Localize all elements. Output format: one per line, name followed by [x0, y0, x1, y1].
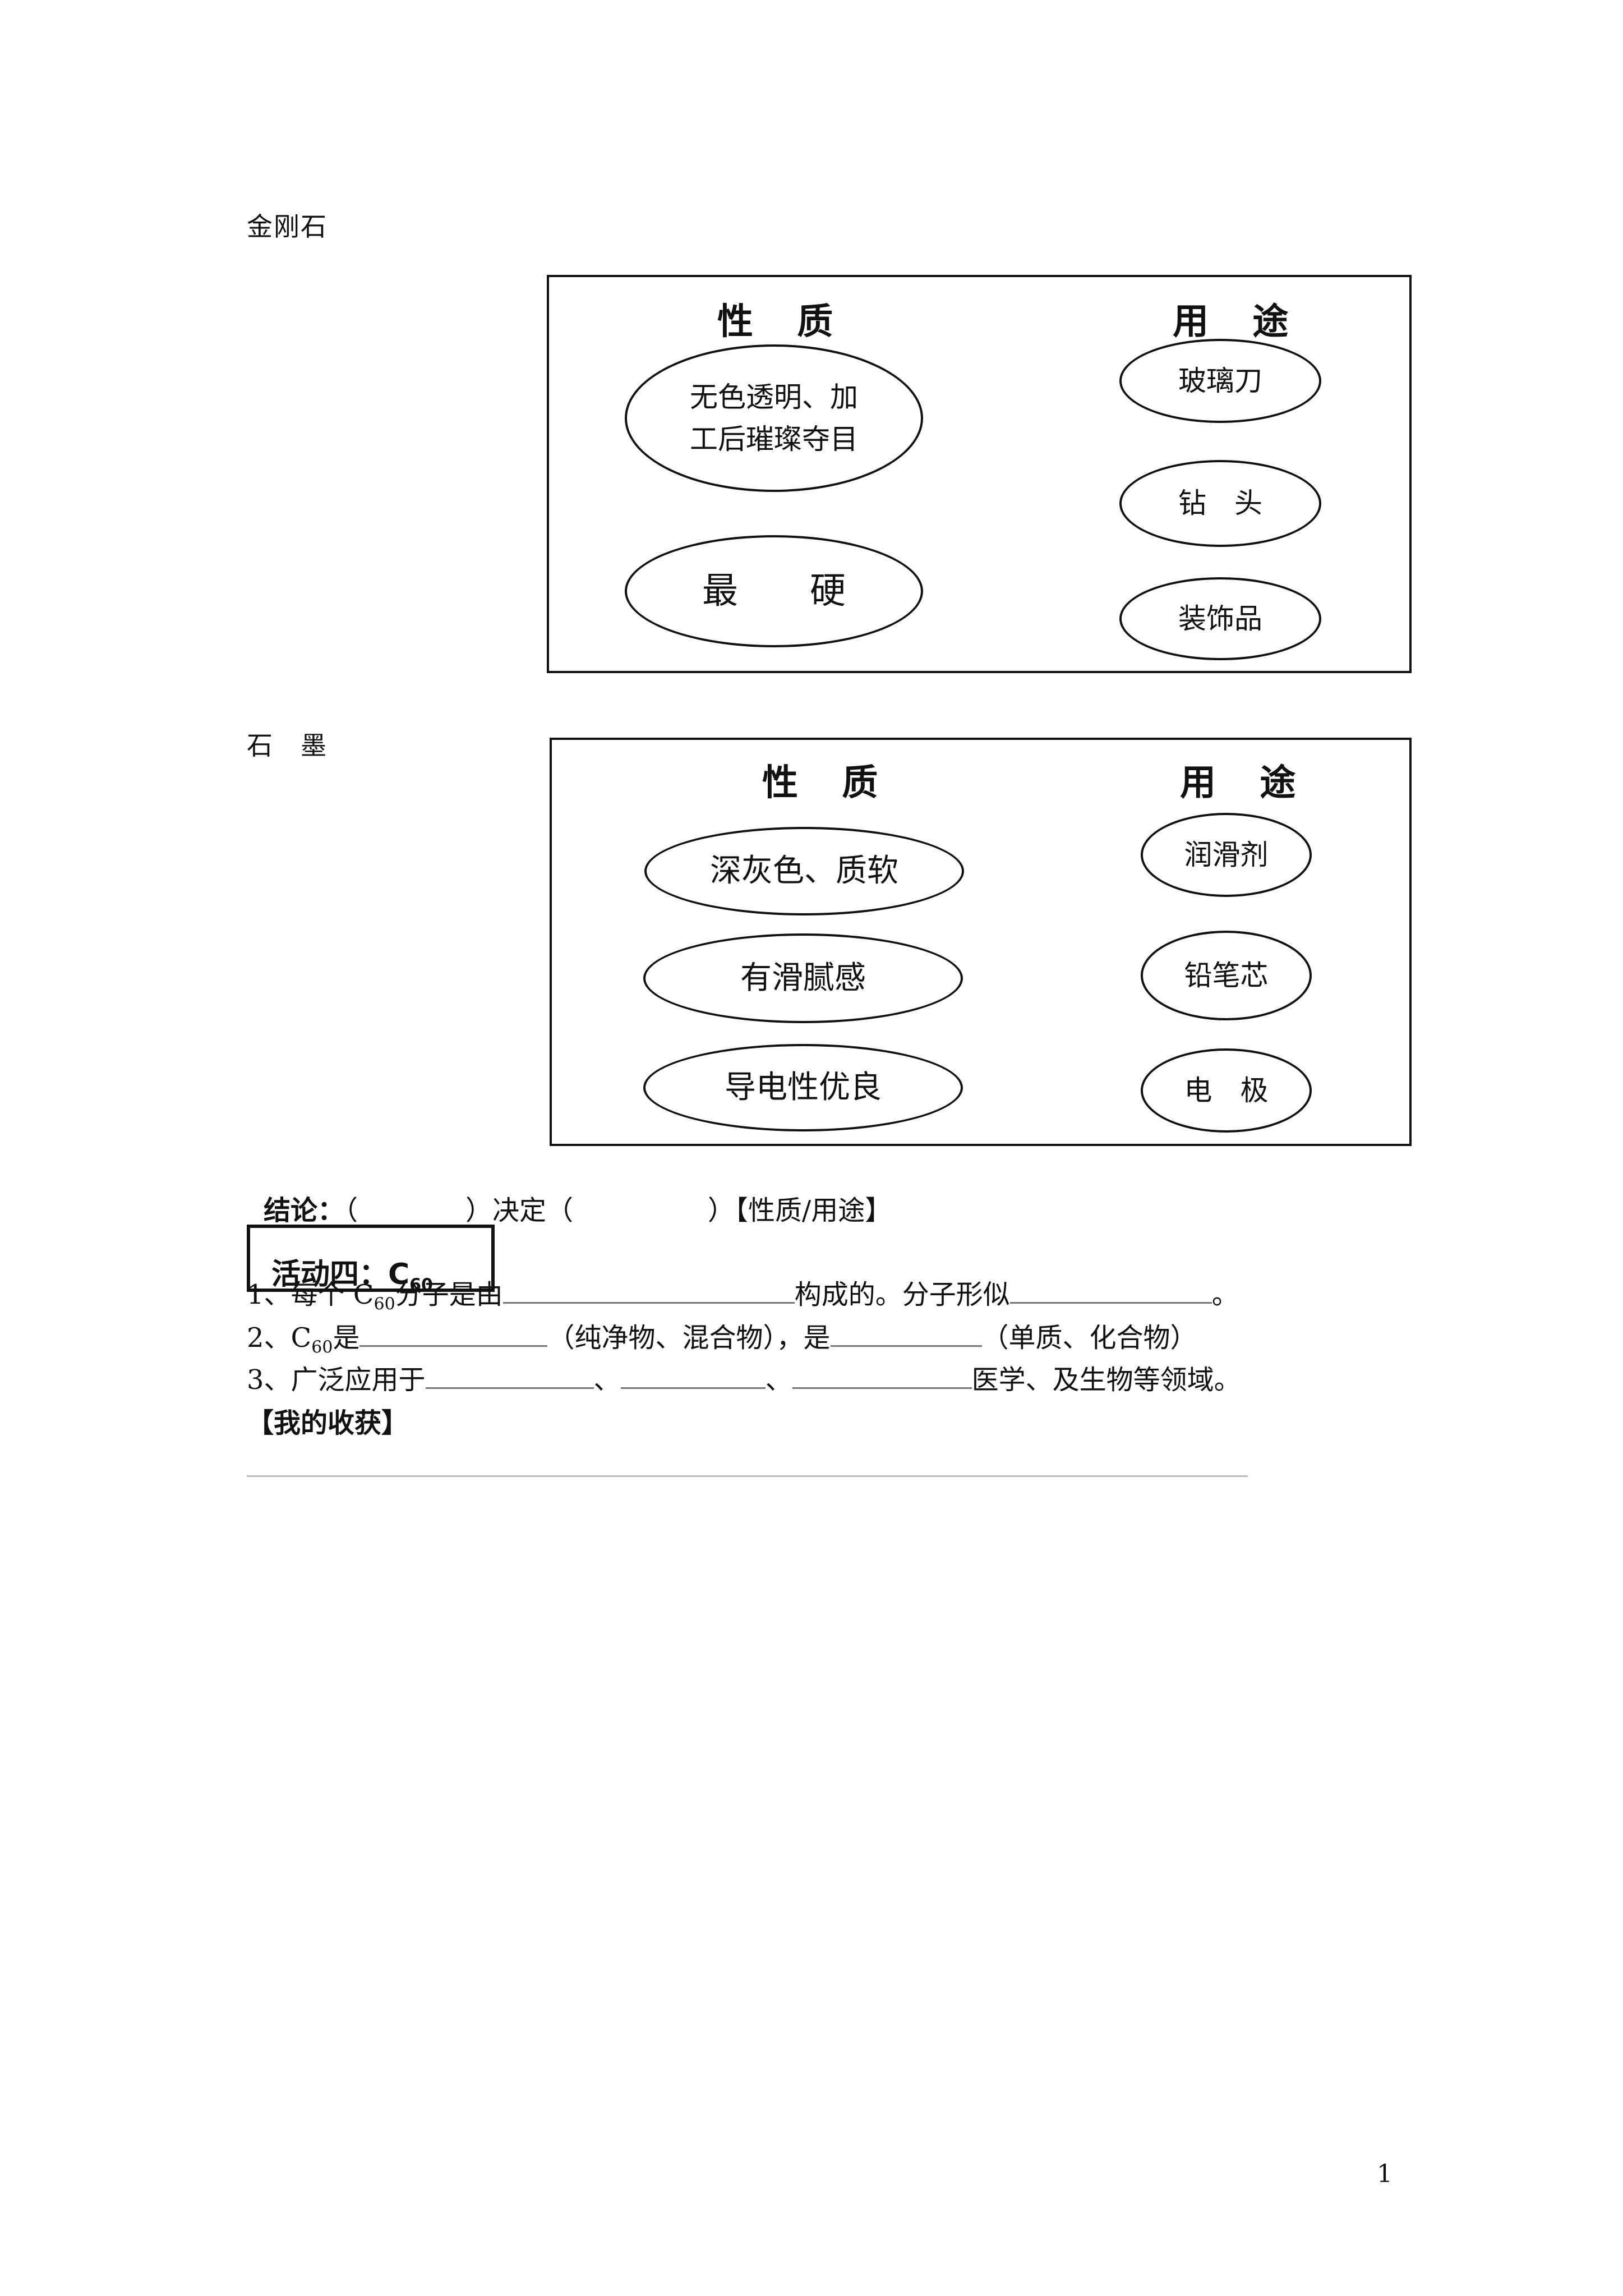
diamond-property-2-text: 最 硬: [702, 570, 846, 612]
q3-blank-1[interactable]: [425, 1365, 594, 1389]
graphite-use-1: 润滑剂: [1141, 813, 1312, 897]
conclusion-label: 结论：: [264, 1195, 345, 1226]
harvest-answer-line[interactable]: [247, 1475, 1248, 1477]
diamond-use-1-text: 玻璃刀: [1178, 364, 1262, 397]
page-number: 1: [1377, 2160, 1393, 2188]
graphite-property-3: 导电性优良: [643, 1044, 963, 1131]
diamond-use-1: 玻璃刀: [1119, 339, 1321, 423]
question-3: 3、广泛应用于、、医学、及生物等领域。: [247, 1364, 1241, 1396]
graphite-label: 石 墨: [247, 730, 328, 761]
graphite-use-heading: 用 途: [1180, 762, 1312, 804]
graphite-use-2: 铅笔芯: [1141, 931, 1312, 1020]
diamond-label: 金刚石: [247, 211, 328, 242]
harvest-heading: 【我的收获】: [247, 1407, 409, 1439]
activity-title: 活动四：C60: [271, 1258, 433, 1295]
graphite-property-1: 深灰色、质软: [644, 827, 964, 915]
activity-title-box: 活动四：C60: [247, 1225, 495, 1295]
diamond-property-1-text: 无色透明、加 工后璀璨夺目: [690, 380, 858, 455]
diamond-property-2: 最 硬: [625, 535, 923, 647]
q3-blank-2[interactable]: [620, 1365, 766, 1389]
graphite-property-2: 有滑腻感: [643, 933, 963, 1023]
diamond-use-heading: 用 途: [1173, 301, 1304, 343]
diamond-box: 性 质 用 途 无色透明、加 工后璀璨夺目 最 硬 玻璃刀 钻 头 装饰品: [547, 275, 1412, 673]
diamond-use-2: 钻 头: [1119, 460, 1321, 547]
graphite-use-2-text: 铅笔芯: [1184, 959, 1269, 992]
diamond-use-2-text: 钻 头: [1178, 487, 1262, 519]
graphite-use-3-text: 电 极: [1184, 1074, 1269, 1107]
graphite-use-3: 电 极: [1141, 1048, 1312, 1133]
graphite-property-2-text: 有滑腻感: [740, 960, 866, 996]
q3-blank-3[interactable]: [792, 1365, 972, 1389]
diamond-property-1: 无色透明、加 工后璀璨夺目: [625, 344, 923, 492]
q2-blank-2[interactable]: [830, 1323, 982, 1347]
q2-blank-1[interactable]: [359, 1323, 548, 1347]
q1-blank-2[interactable]: [1009, 1280, 1212, 1304]
graphite-property-heading: 性 质: [762, 762, 894, 804]
question-2: 2、C60是（纯净物、混合物），是（单质、化合物）: [247, 1322, 1197, 1358]
graphite-property-1-text: 深灰色、质软: [710, 853, 898, 889]
diamond-use-3: 装饰品: [1119, 577, 1321, 660]
graphite-box: 性 质 用 途 深灰色、质软 有滑腻感 导电性优良 润滑剂 铅笔芯 电 极: [550, 738, 1412, 1146]
question-1: 1、每个 C60分子是由构成的。分子形似。: [247, 1279, 1239, 1314]
q1-blank-1[interactable]: [502, 1280, 795, 1304]
diamond-use-3-text: 装饰品: [1178, 602, 1262, 635]
conclusion-line: 结论：（ ）决定（ ）【性质/用途】: [264, 1188, 892, 1227]
graphite-property-3-text: 导电性优良: [725, 1069, 882, 1106]
graphite-use-1-text: 润滑剂: [1184, 838, 1269, 871]
conclusion-text: （ ）决定（ ）【性质/用途】: [344, 1195, 892, 1226]
diamond-property-heading: 性 质: [717, 301, 849, 343]
